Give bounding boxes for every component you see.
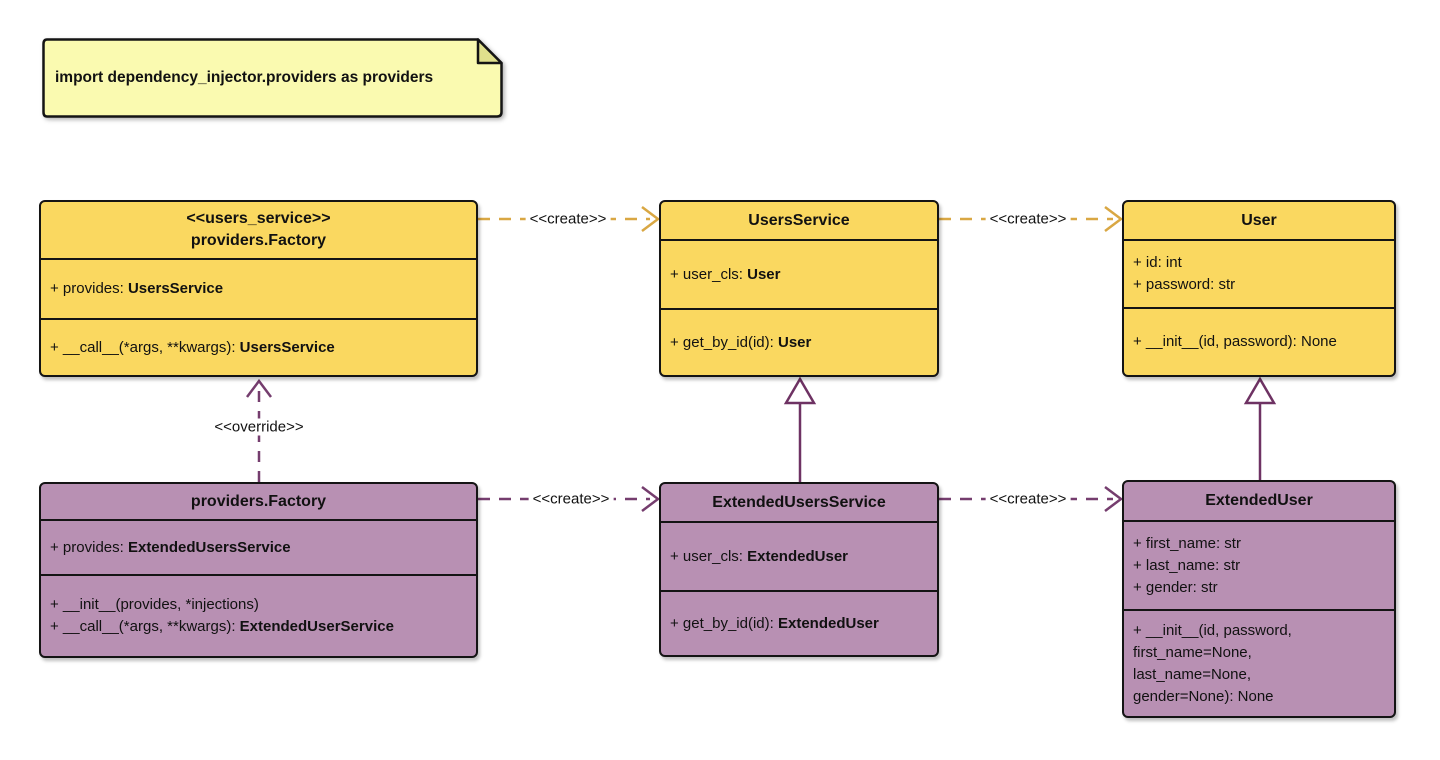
attribute-row: + id: int xyxy=(1133,254,1182,271)
method-row: last_name=None, xyxy=(1133,665,1251,683)
create-edge-4-arrowhead-icon xyxy=(1104,486,1124,512)
class-attributes: + user_cls: User xyxy=(661,239,937,308)
class-attributes: + provides: ExtendedUsersService xyxy=(41,519,476,574)
class-methods: + __init__(id, password, first_name=None… xyxy=(1124,609,1394,716)
method-row: + __init__(id, password): None xyxy=(1133,333,1337,350)
class-methods: + __init__(id, password): None xyxy=(1124,307,1394,375)
class-title: UsersService xyxy=(748,211,850,229)
method-row: + __call__(*args, **kwargs): ExtendedUse… xyxy=(50,618,394,635)
class-box-extended-user: ExtendedUser + first_name: str + last_na… xyxy=(1122,480,1396,718)
class-box-users-service: UsersService + user_cls: User + get_by_i… xyxy=(659,200,939,377)
attribute-row: + user_cls: ExtendedUser xyxy=(670,547,848,565)
method-row: first_name=None, xyxy=(1133,643,1252,661)
method-row: + get_by_id(id): User xyxy=(670,333,812,351)
class-methods: + get_by_id(id): User xyxy=(661,308,937,375)
class-title: providers.Factory xyxy=(190,232,327,249)
method-row: + __init__(id, password, xyxy=(1133,621,1292,639)
note: import dependency_injector.providers as … xyxy=(42,38,503,118)
class-methods: + __init__(provides, *injections) + __ca… xyxy=(41,574,476,656)
class-attributes: + id: int + password: str xyxy=(1124,239,1394,307)
class-header: providers.Factory xyxy=(41,484,476,519)
class-box-factory-extended: providers.Factory + provides: ExtendedUs… xyxy=(39,482,478,658)
class-title: ExtendedUser xyxy=(1205,492,1313,509)
attribute-row: + last_name: str xyxy=(1133,556,1241,574)
class-box-extended-users-service: ExtendedUsersService + user_cls: Extende… xyxy=(659,482,939,657)
class-header: ExtendedUser xyxy=(1124,482,1394,520)
create-edge-3-label: <<create>> xyxy=(528,490,614,508)
attribute-row: + user_cls: User xyxy=(670,265,781,283)
class-attributes: + first_name: str + last_name: str + gen… xyxy=(1124,520,1394,609)
attribute-row: + first_name: str xyxy=(1133,534,1241,552)
class-title: providers.Factory xyxy=(190,492,327,510)
class-header: ExtendedUsersService xyxy=(661,484,937,521)
class-attributes: + provides: UsersService xyxy=(41,258,476,318)
class-title: ExtendedUsersService xyxy=(712,493,886,511)
method-row: + get_by_id(id): ExtendedUser xyxy=(670,614,879,632)
class-methods: + get_by_id(id): ExtendedUser xyxy=(661,590,937,655)
attribute-row: + gender: str xyxy=(1133,578,1218,596)
class-methods: + __call__(*args, **kwargs): UsersServic… xyxy=(41,318,476,375)
create-edge-1-label: <<create>> xyxy=(525,210,611,228)
class-title: User xyxy=(1241,211,1277,229)
create-edge-1-arrowhead-icon xyxy=(641,206,661,232)
class-attributes: + user_cls: ExtendedUser xyxy=(661,521,937,590)
create-edge-3-arrowhead-icon xyxy=(641,486,661,512)
attribute-row: + password: str xyxy=(1133,276,1236,293)
class-box-user: User + id: int + password: str + __init_… xyxy=(1122,200,1396,377)
class-stereotype: <<users_service>> xyxy=(186,210,331,227)
inheritance-edge-2-triangle-icon xyxy=(1243,376,1277,405)
create-edge-2-label: <<create>> xyxy=(985,210,1071,228)
method-row: + __init__(provides, *injections) xyxy=(50,596,259,613)
class-box-factory-users: <<users_service>> providers.Factory + pr… xyxy=(39,200,478,377)
attribute-row: + provides: ExtendedUsersService xyxy=(50,538,291,556)
class-header: <<users_service>> providers.Factory xyxy=(41,202,476,258)
override-edge-label: <<override>> xyxy=(210,418,308,436)
create-edge-4-label: <<create>> xyxy=(985,490,1071,508)
method-row: gender=None): None xyxy=(1133,687,1274,705)
note-text: import dependency_injector.providers as … xyxy=(55,69,434,86)
inheritance-edge-1-triangle-icon xyxy=(783,376,817,405)
method-row: + __call__(*args, **kwargs): UsersServic… xyxy=(50,338,335,356)
override-edge-arrowhead-icon xyxy=(246,378,272,398)
attribute-row: + provides: UsersService xyxy=(50,280,224,297)
class-header: User xyxy=(1124,202,1394,239)
class-header: UsersService xyxy=(661,202,937,239)
note-shape-icon xyxy=(42,38,503,118)
create-edge-2-arrowhead-icon xyxy=(1104,206,1124,232)
